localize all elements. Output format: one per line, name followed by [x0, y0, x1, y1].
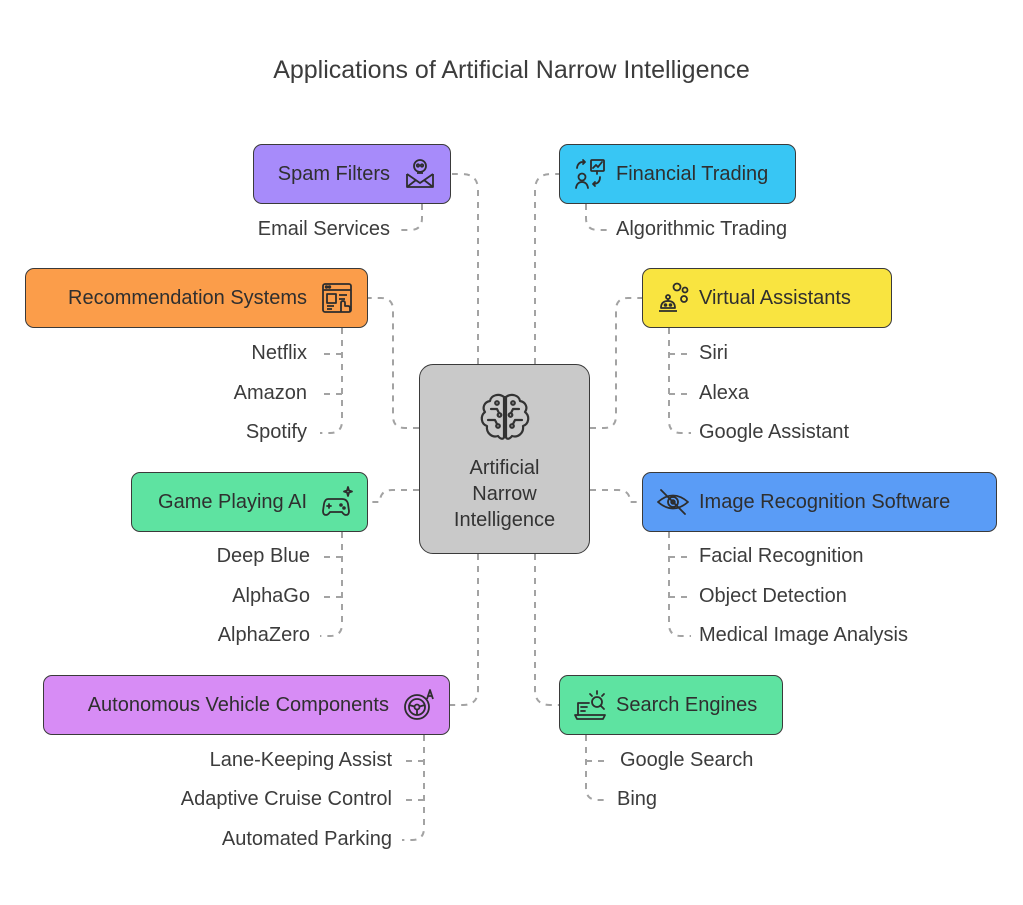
leaf-line-spam [400, 204, 423, 231]
center-label-line: Intelligence [453, 509, 556, 531]
eye-scan-icon [655, 484, 691, 520]
connector-recommendation [368, 297, 419, 429]
connector-search [534, 554, 559, 706]
branch-game-playing-ai: Game Playing AI [131, 472, 368, 532]
branch-recommendation-systems: Recommendation Systems [25, 268, 368, 328]
connector-spam [452, 173, 479, 364]
branch-label: Virtual Assistants [699, 286, 851, 309]
leaf-automated-parking: Automated Parking [221, 828, 392, 850]
branch-virtual-assistants: Virtual Assistants [642, 268, 892, 328]
leaf-bing: Bing [617, 788, 658, 810]
steering-wheel-icon [401, 687, 437, 723]
center-label: Artificial Narrow Intelligence [425, 455, 585, 533]
leaf-line-game [320, 532, 343, 637]
branch-spam-filters: Spam Filters [253, 144, 451, 204]
leaf-facial-recognition: Facial Recognition [699, 545, 864, 567]
center-node: Artificial Narrow Intelligence [419, 364, 590, 554]
branch-label: Image Recognition Software [699, 490, 951, 513]
branch-label: Recommendation Systems [68, 286, 307, 309]
branch-autonomous-vehicle-components: Autonomous Vehicle Components [43, 675, 450, 735]
brain-icon [480, 393, 529, 440]
leaf-algorithmic-trading: Algorithmic Trading [616, 218, 788, 240]
branch-label: Spam Filters [277, 162, 390, 185]
connector-virtual [590, 297, 642, 429]
leaf-alexa: Alexa [699, 382, 750, 404]
leaf-deep-blue: Deep Blue [216, 545, 310, 567]
center-label-line: Narrow [472, 483, 537, 505]
leaf-line-recommendation [320, 328, 343, 434]
robot-icon [655, 280, 691, 316]
leaf-email-services: Email Services [257, 218, 390, 240]
leaf-line-autonomous [402, 735, 425, 841]
branch-label: Autonomous Vehicle Components [87, 693, 389, 716]
gamepad-sparkle-icon [319, 484, 355, 520]
connector-image [590, 489, 642, 503]
branch-label: Game Playing AI [158, 490, 307, 513]
leaf-google-search: Google Search [620, 749, 754, 771]
branch-search-engines: Search Engines [559, 675, 783, 735]
trading-icon [572, 156, 608, 192]
connector-autonomous [450, 554, 479, 706]
branch-label: Search Engines [616, 693, 758, 716]
center-label-line: Artificial [469, 457, 540, 479]
leaf-siri: Siri [699, 342, 728, 364]
leaf-alphazero: AlphaZero [217, 624, 310, 646]
leaf-line-search [585, 735, 608, 801]
connector-game [368, 489, 419, 503]
leaf-spotify: Spotify [245, 421, 307, 443]
connector-financial [534, 173, 559, 364]
diagram-title: Applications of Artificial Narrow Intell… [273, 56, 750, 84]
branch-label: Financial Trading [616, 162, 769, 185]
branch-financial-trading: Financial Trading [559, 144, 796, 204]
leaf-google-assistant: Google Assistant [699, 421, 850, 443]
leaf-medical-image-analysis: Medical Image Analysis [699, 624, 908, 646]
leaf-netflix: Netflix [251, 342, 307, 364]
recommendation-icon [319, 280, 355, 316]
laptop-search-icon [572, 687, 608, 723]
leaf-amazon: Amazon [233, 382, 307, 404]
leaf-line-financial [585, 204, 608, 231]
leaf-object-detection: Object Detection [699, 585, 847, 607]
branch-image-recognition-software: Image Recognition Software [642, 472, 997, 532]
leaf-lane-keeping-assist: Lane-Keeping Assist [209, 749, 392, 771]
leaf-alphago: AlphaGo [232, 585, 310, 607]
leaf-adaptive-cruise-control: Adaptive Cruise Control [180, 788, 392, 810]
leaf-line-image [668, 532, 691, 637]
skull-mail-icon [402, 156, 438, 192]
leaf-line-virtual [668, 328, 691, 434]
